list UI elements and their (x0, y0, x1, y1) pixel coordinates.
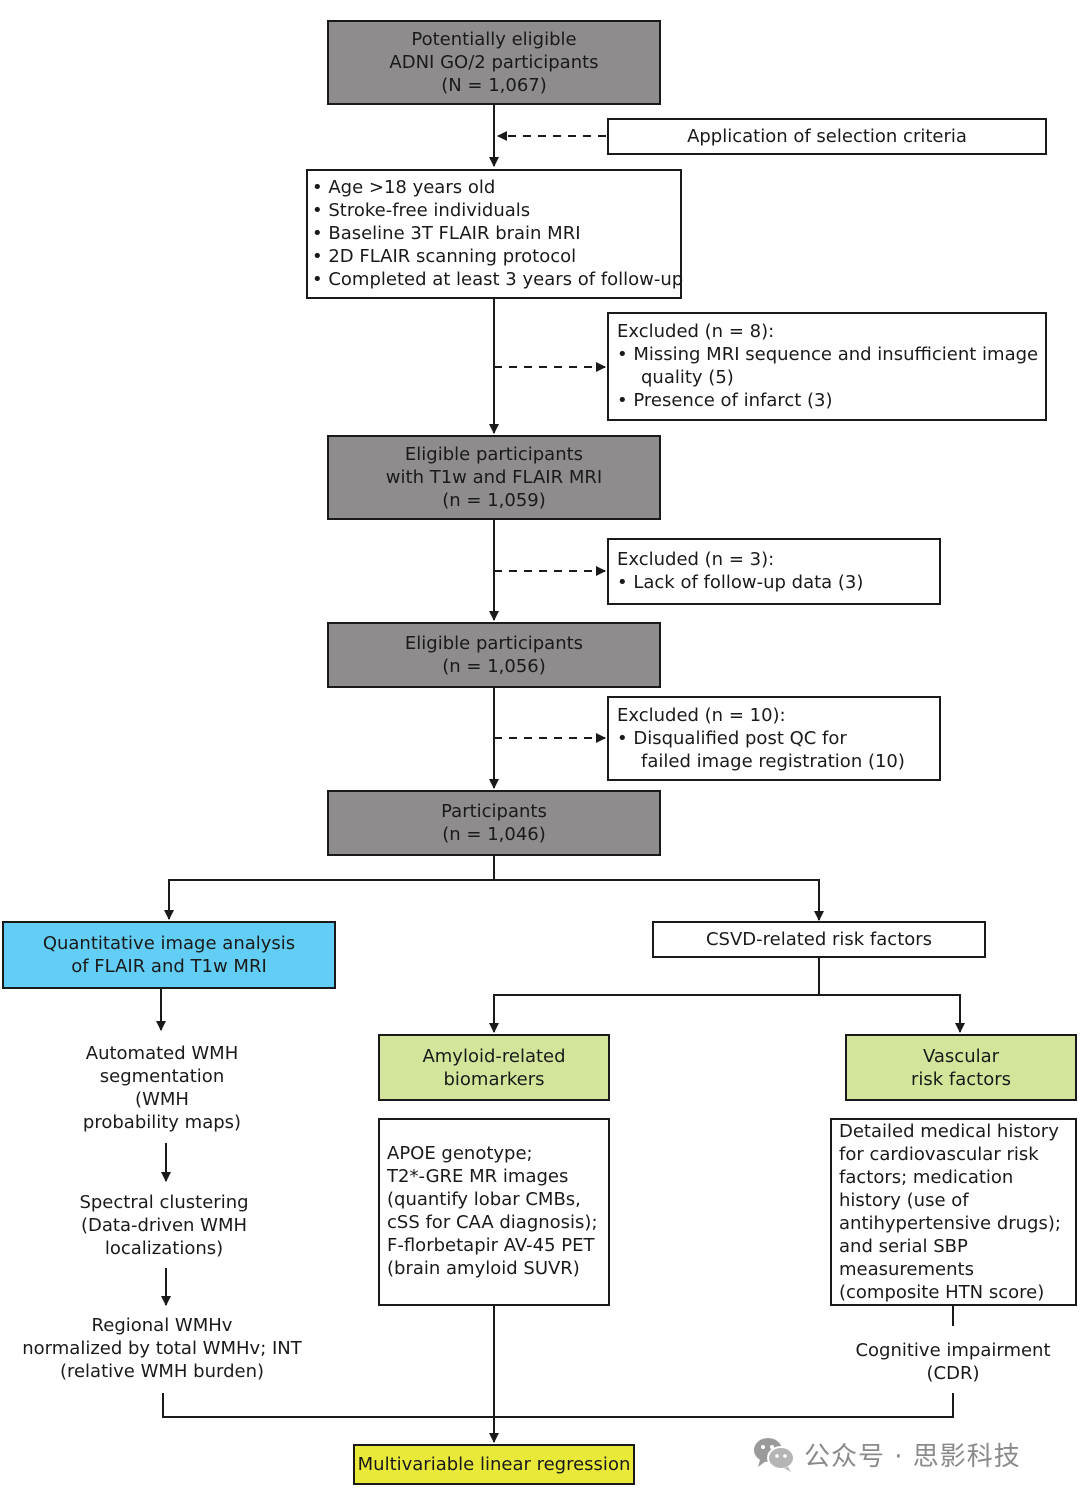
excluded1-line: • Missing MRI sequence and insufficient … (617, 344, 1039, 365)
watermark-text: 公众号 · 思影科技 (804, 1441, 1021, 1472)
cognitive-line: Cognitive impairment (855, 1340, 1051, 1361)
box4-line-2: (n = 1,046) (442, 824, 546, 845)
step-wmh-segmentation: Automated WMH segmentation (WMH probabil… (42, 1042, 282, 1134)
wechat-icon (752, 1434, 796, 1474)
watermark: 公众号 · 思影科技 (752, 1434, 1021, 1474)
step-regional-wmhv: Regional WMHv normalized by total WMHv; … (12, 1314, 312, 1383)
step2-line: Spectral clustering (79, 1192, 249, 1213)
amyloid-detail-line: APOE genotype; (387, 1143, 533, 1164)
merge-left (162, 1393, 954, 1418)
excluded2-line: • Lack of follow-up data (3) (617, 572, 864, 593)
csvd-split-left (489, 957, 820, 1033)
amyloid-detail-line: (brain amyloid SUVR) (387, 1258, 580, 1279)
box-vascular-detail: Detailed medical history for cardiovascu… (830, 1118, 1077, 1306)
box3-line-2: (n = 1,056) (442, 656, 546, 677)
vascular-detail-line: history (use of (839, 1190, 969, 1211)
excluded3-title: Excluded (n = 10): (617, 705, 786, 726)
excluded1-line: quality (5) (641, 367, 734, 388)
cognitive-impairment: Cognitive impairment (CDR) (833, 1339, 1073, 1385)
criteria-item: • Stroke-free individuals (312, 200, 531, 221)
box-multivariable-regression: Multivariable linear regression (353, 1444, 635, 1485)
step3-line: (relative WMH burden) (59, 1361, 265, 1382)
box2-line-3: (n = 1,059) (442, 490, 546, 511)
criteria-item: • Baseline 3T FLAIR brain MRI (312, 223, 581, 244)
box1-line-1: Potentially eligible (411, 29, 577, 50)
box-quantitative-analysis: Quantitative image analysis of FLAIR and… (2, 921, 336, 989)
quant-line-1: Quantitative image analysis (42, 933, 296, 954)
regression-label: Multivariable linear regression (357, 1454, 631, 1475)
step1-line: segmentation (99, 1066, 225, 1087)
excluded3-line: • Disqualified post QC for (617, 728, 847, 749)
excluded1-title: Excluded (n = 8): (617, 321, 775, 342)
amyloid-detail-line: F-florbetapir AV-45 PET (387, 1235, 595, 1256)
csvd-split-right (819, 994, 965, 1033)
box3-line-1: Eligible participants (404, 633, 584, 654)
box2-line-1: Eligible participants (404, 444, 584, 465)
box-excluded-2: Excluded (n = 3): • Lack of follow-up da… (607, 538, 941, 605)
step1-line: probability maps) (82, 1112, 242, 1133)
amyloid-line-1: Amyloid-related (422, 1045, 566, 1067)
vascular-detail-line: Detailed medical history (839, 1121, 1059, 1142)
quant-line-2: of FLAIR and T1w MRI (71, 956, 267, 977)
box-potentially-eligible: Potentially eligible ADNI GO/2 participa… (327, 20, 661, 105)
vascular-detail-line: factors; medication (839, 1167, 1014, 1188)
box-amyloid-detail: APOE genotype; T2*-GRE MR images (quanti… (378, 1118, 610, 1306)
box2-line-2: with T1w and FLAIR MRI (385, 467, 603, 488)
box-criteria-list: • Age >18 years old • Stroke-free indivi… (306, 169, 684, 299)
split-line-right (494, 879, 824, 921)
vascular-detail-line: measurements (839, 1259, 974, 1280)
step1-line: Automated WMH (85, 1043, 239, 1064)
box-excluded-1: Excluded (n = 8): • Missing MRI sequence… (607, 312, 1047, 421)
amyloid-detail-line: T2*-GRE MR images (387, 1166, 569, 1187)
step2-line: (Data-driven WMH (80, 1215, 248, 1236)
step-spectral-clustering: Spectral clustering (Data-driven WMH loc… (44, 1191, 284, 1260)
step3-line: normalized by total WMHv; INT (22, 1338, 302, 1359)
step2-line: localizations) (104, 1238, 224, 1259)
excluded3-line: failed image registration (10) (641, 751, 905, 772)
cognitive-line: (CDR) (926, 1363, 980, 1384)
box-vascular-risk-factors: Vascular risk factors (845, 1034, 1077, 1101)
csvd-label: CSVD-related risk factors (705, 929, 933, 950)
vascular-line-1: Vascular (922, 1045, 1000, 1067)
excluded1-line: • Presence of infarct (3) (617, 390, 833, 411)
box-csvd-risk-factors: CSVD-related risk factors (652, 921, 986, 958)
box-excluded-3: Excluded (n = 10): • Disqualified post Q… (607, 696, 941, 781)
box-eligible-participants: Eligible participants (n = 1,056) (327, 622, 661, 688)
amyloid-detail-line: (quantify lobar CMBs, (387, 1189, 581, 1210)
box1-line-2: ADNI GO/2 participants (389, 52, 599, 73)
amyloid-detail-line: cSS for CAA diagnosis); (387, 1212, 598, 1233)
box-amyloid-biomarkers: Amyloid-related biomarkers (378, 1034, 610, 1101)
amyloid-line-2: biomarkers (443, 1068, 545, 1090)
box4-line-1: Participants (441, 801, 547, 822)
vascular-detail-line: (composite HTN score) (839, 1282, 1045, 1303)
box-eligible-t1w-flair: Eligible participants with T1w and FLAIR… (327, 435, 661, 520)
vascular-detail-line: antihypertensive drugs); (839, 1213, 1061, 1234)
vascular-detail-line: for cardiovascular risk (839, 1144, 1039, 1165)
selection-label: Application of selection criteria (687, 126, 967, 147)
vascular-line-2: risk factors (910, 1068, 1012, 1090)
box-participants: Participants (n = 1,046) (327, 790, 661, 856)
box-selection-criteria: Application of selection criteria (607, 118, 1047, 155)
split-line (164, 855, 495, 920)
criteria-item: • Age >18 years old (312, 177, 496, 198)
step3-line: Regional WMHv (91, 1315, 233, 1336)
vascular-detail-line: and serial SBP (839, 1236, 968, 1257)
step1-line: (WMH (135, 1089, 189, 1110)
criteria-item: • Completed at least 3 years of follow-u… (312, 269, 684, 290)
excluded2-title: Excluded (n = 3): (617, 549, 775, 570)
box1-line-3: (N = 1,067) (441, 75, 547, 96)
criteria-item: • 2D FLAIR scanning protocol (312, 246, 577, 267)
